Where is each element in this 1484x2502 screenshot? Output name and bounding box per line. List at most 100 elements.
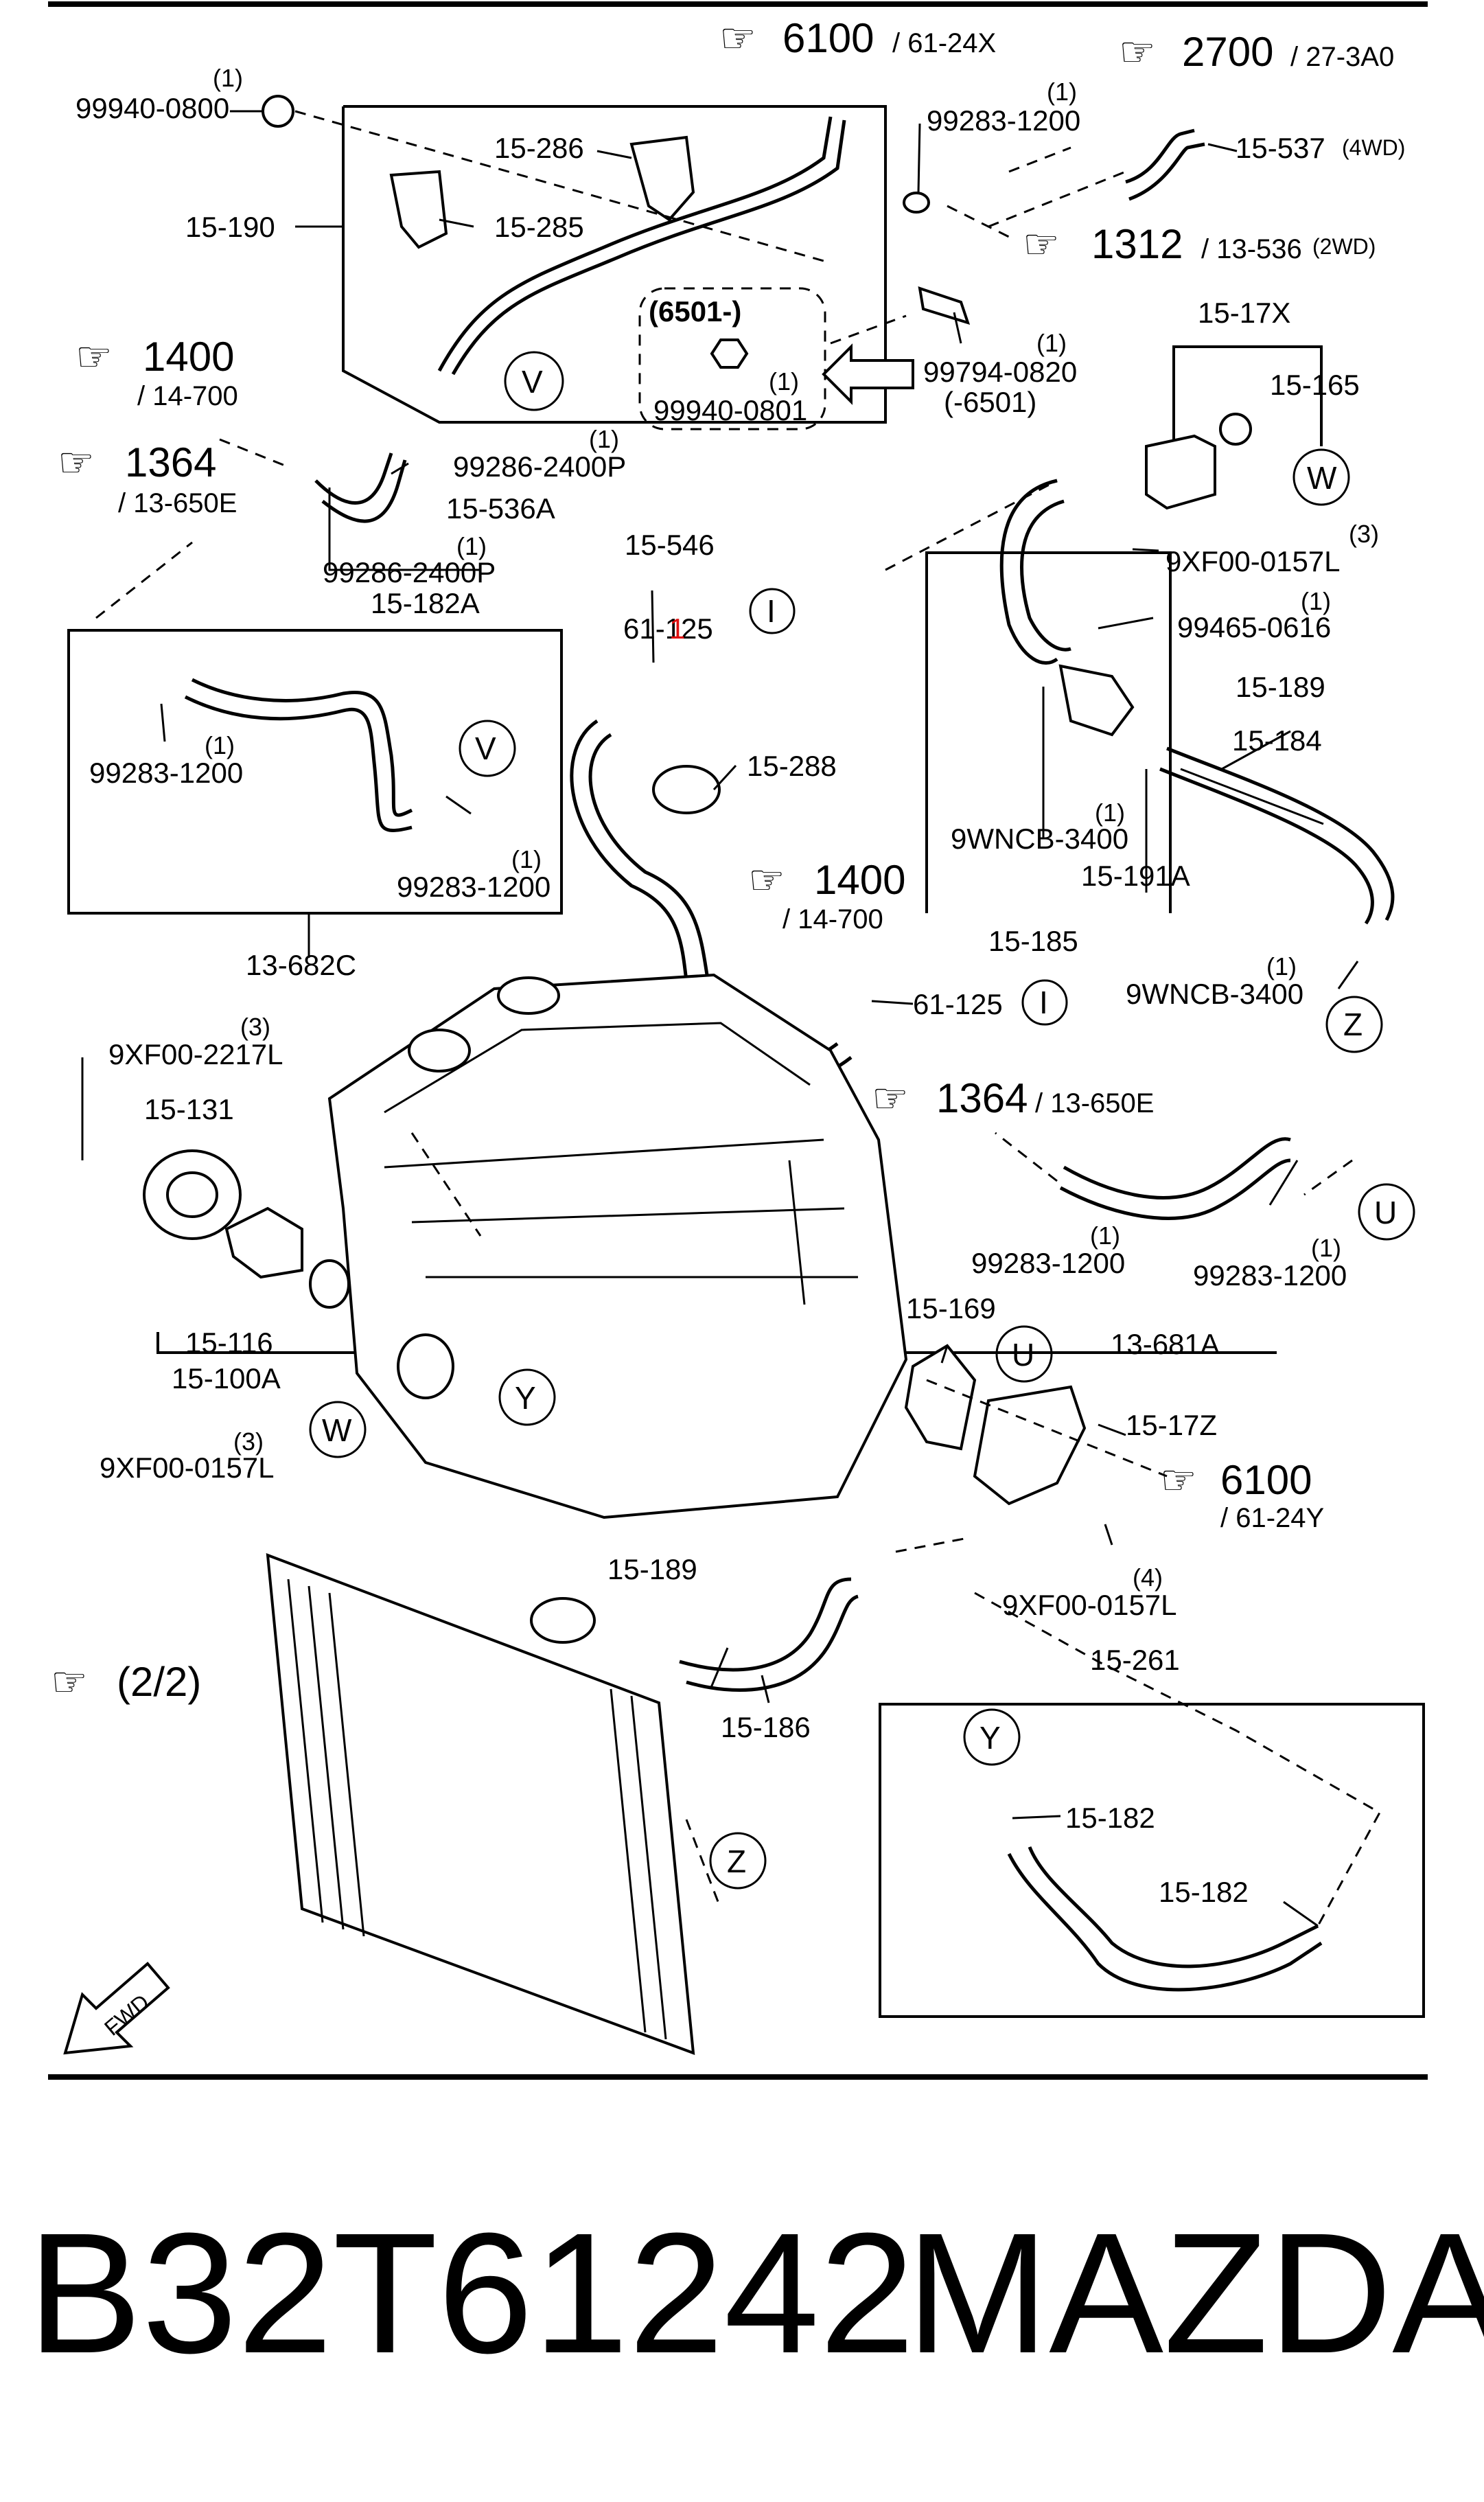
label-99286-2400p-b[interactable]: (1) 99286-2400P — [323, 532, 496, 588]
svg-text:99794-0820: 99794-0820 — [923, 356, 1077, 388]
svg-text:/ 61-24X: / 61-24X — [892, 28, 996, 58]
svg-text:15-285: 15-285 — [494, 211, 584, 243]
ref-6100-top[interactable]: ☞ 6100 / 61-24X — [719, 15, 996, 61]
label-15-182a[interactable]: 15-182A — [371, 587, 480, 619]
label-15-288[interactable]: 15-288 — [747, 750, 837, 782]
ref-2700[interactable]: ☞ 2700 / 27-3A0 — [1119, 29, 1394, 75]
hose-13-681a — [1059, 1137, 1291, 1220]
svg-text:15-190: 15-190 — [185, 211, 275, 243]
hose-15-184 — [1159, 746, 1395, 925]
marker-y-box: Y — [963, 1708, 1021, 1766]
svg-text:15-100A: 15-100A — [172, 1362, 281, 1395]
label-9wncb-3400-b[interactable]: (1) 9WNCB-3400 — [1126, 952, 1303, 1010]
label-13-682c[interactable]: 13-682C — [246, 949, 356, 981]
hose-15-186 — [679, 1577, 859, 1692]
svg-text:(4): (4) — [1133, 1563, 1163, 1592]
label-15-537[interactable]: 15-537 (4WD) — [1236, 132, 1405, 164]
label-15-165[interactable]: 15-165 — [1270, 369, 1360, 401]
radiator — [266, 1552, 695, 2055]
svg-text:/ 13-650E: / 13-650E — [118, 488, 237, 518]
label-6501[interactable]: (6501-) — [649, 295, 741, 328]
hand-pointer-icon: ☞ — [719, 15, 756, 61]
hose-15-537 — [1125, 128, 1205, 201]
label-99940-0800[interactable]: (1) 99940-0800 — [76, 64, 243, 124]
label-15-191a[interactable]: 15-191A — [1081, 860, 1190, 892]
svg-text:(2WD): (2WD) — [1312, 234, 1376, 259]
label-9xf00-0157l-c[interactable]: (4) 9XF00-0157L — [1002, 1563, 1177, 1621]
label-15-285[interactable]: 15-285 — [494, 211, 584, 243]
svg-text:6100: 6100 — [1220, 1457, 1312, 1503]
ref-6100-bottom[interactable]: ☞ 6100 / 61-24Y — [1160, 1457, 1324, 1533]
ref-2-2[interactable]: ☞ (2/2) — [51, 1659, 201, 1705]
label-99465-0616[interactable]: (1) 99465-0616 — [1177, 587, 1331, 643]
label-15-169[interactable]: 15-169 — [906, 1292, 996, 1324]
svg-text:99283-1200: 99283-1200 — [1193, 1259, 1347, 1292]
svg-text:13-682C: 13-682C — [246, 949, 356, 981]
label-61-125-b[interactable]: 61-125 — [913, 988, 1003, 1020]
ref-1400-left[interactable]: ☞ 1400 / 14-700 — [76, 334, 238, 411]
ref-1364-left[interactable]: ☞ 1364 / 13-650E — [58, 439, 237, 518]
marker-u-right: U — [1358, 1183, 1415, 1241]
svg-text:15-131: 15-131 — [144, 1093, 234, 1125]
label-15-189-a[interactable]: 15-189 — [1236, 671, 1325, 703]
label-61-125-a[interactable]: 61-125 1 — [623, 612, 713, 645]
label-15-261[interactable]: 15-261 — [1090, 1644, 1180, 1676]
svg-text:99940-0801: 99940-0801 — [653, 394, 807, 426]
marker-w-engine: W — [309, 1401, 367, 1458]
label-15-182-a[interactable]: 15-182 — [1065, 1802, 1155, 1834]
svg-text:(1): (1) — [511, 845, 542, 873]
hand-pointer-icon: ☞ — [1160, 1457, 1197, 1503]
label-99286-2400p-a[interactable]: (1) 99286-2400P — [453, 425, 626, 483]
svg-text:(6501-): (6501-) — [649, 295, 741, 328]
label-15-189-b[interactable]: 15-189 — [607, 1553, 697, 1585]
label-99283-1200-c[interactable]: (1) 99283-1200 — [397, 845, 550, 903]
label-15-185[interactable]: 15-185 — [988, 925, 1078, 957]
label-99940-0801[interactable]: (1) 99940-0801 — [653, 367, 807, 426]
svg-text:9WNCB-3400: 9WNCB-3400 — [951, 823, 1128, 855]
svg-text:15-182A: 15-182A — [371, 587, 480, 619]
label-9xf00-0157l-b[interactable]: (3) 9XF00-0157L — [100, 1427, 275, 1484]
label-13-681a[interactable]: 13-681A — [1111, 1328, 1220, 1360]
label-99283-1200-e[interactable]: (1) 99283-1200 — [1193, 1234, 1347, 1292]
label-15-100a[interactable]: 15-100A — [172, 1362, 281, 1395]
label-9xf00-2217l[interactable]: (3) 9XF00-2217L — [108, 1013, 283, 1070]
label-15-286[interactable]: 15-286 — [494, 132, 584, 164]
clamp-15-288 — [652, 765, 721, 814]
bracket-15-286 — [629, 135, 695, 222]
bolt-99794-0820 — [918, 286, 971, 325]
svg-text:I: I — [1039, 985, 1048, 1020]
svg-text:Y: Y — [979, 1720, 1001, 1756]
label-15-116[interactable]: 15-116 — [185, 1327, 273, 1359]
svg-text:(1): (1) — [456, 532, 487, 560]
hand-pointer-icon: ☞ — [51, 1659, 88, 1705]
ref-1312[interactable]: ☞ 1312 / 13-536 (2WD) — [1023, 221, 1376, 267]
svg-text:15-286: 15-286 — [494, 132, 584, 164]
label-15-186[interactable]: 15-186 — [721, 1711, 811, 1743]
ref-1364-right[interactable]: ☞ 1364 / 13-650E — [872, 1075, 1154, 1121]
label-99283-1200-d[interactable]: (1) 99283-1200 — [971, 1221, 1125, 1279]
svg-text:15-189: 15-189 — [607, 1553, 697, 1585]
hose-13-682c — [184, 678, 413, 832]
label-9wncb-3400-a[interactable]: (1) 9WNCB-3400 — [951, 799, 1128, 855]
hose-15-190 — [437, 116, 846, 376]
label-15-536a[interactable]: 15-536A — [446, 492, 555, 525]
label-15-131[interactable]: 15-131 — [144, 1093, 234, 1125]
label-99794-0820[interactable]: (1) 99794-0820 (-6501) — [923, 329, 1077, 418]
thermostat-housing-15-17x — [1145, 413, 1252, 510]
hose-15-261 — [1007, 1846, 1323, 1992]
label-99283-1200-a[interactable]: (1) 99283-1200 — [927, 78, 1080, 137]
label-15-190[interactable]: 15-190 — [185, 211, 275, 243]
svg-text:61-125: 61-125 — [623, 612, 713, 645]
box-15-190 — [342, 105, 887, 424]
label-15-17x[interactable]: 15-17X — [1198, 297, 1290, 329]
label-15-182-b[interactable]: 15-182 — [1159, 1876, 1249, 1908]
box-15-185-bracket — [925, 551, 1172, 913]
thermostat-housing-15-17z — [904, 1344, 1087, 1506]
label-15-17z[interactable]: 15-17Z — [1126, 1409, 1217, 1441]
label-15-546[interactable]: 15-546 — [625, 529, 715, 561]
ref-1400-mid[interactable]: ☞ 1400 / 14-700 — [748, 857, 905, 934]
label-9xf00-0157l-a[interactable]: (3) 9XF00-0157L — [1166, 520, 1379, 577]
label-99283-1200-b[interactable]: (1) 99283-1200 — [89, 731, 243, 789]
label-15-184[interactable]: 15-184 — [1232, 724, 1322, 757]
